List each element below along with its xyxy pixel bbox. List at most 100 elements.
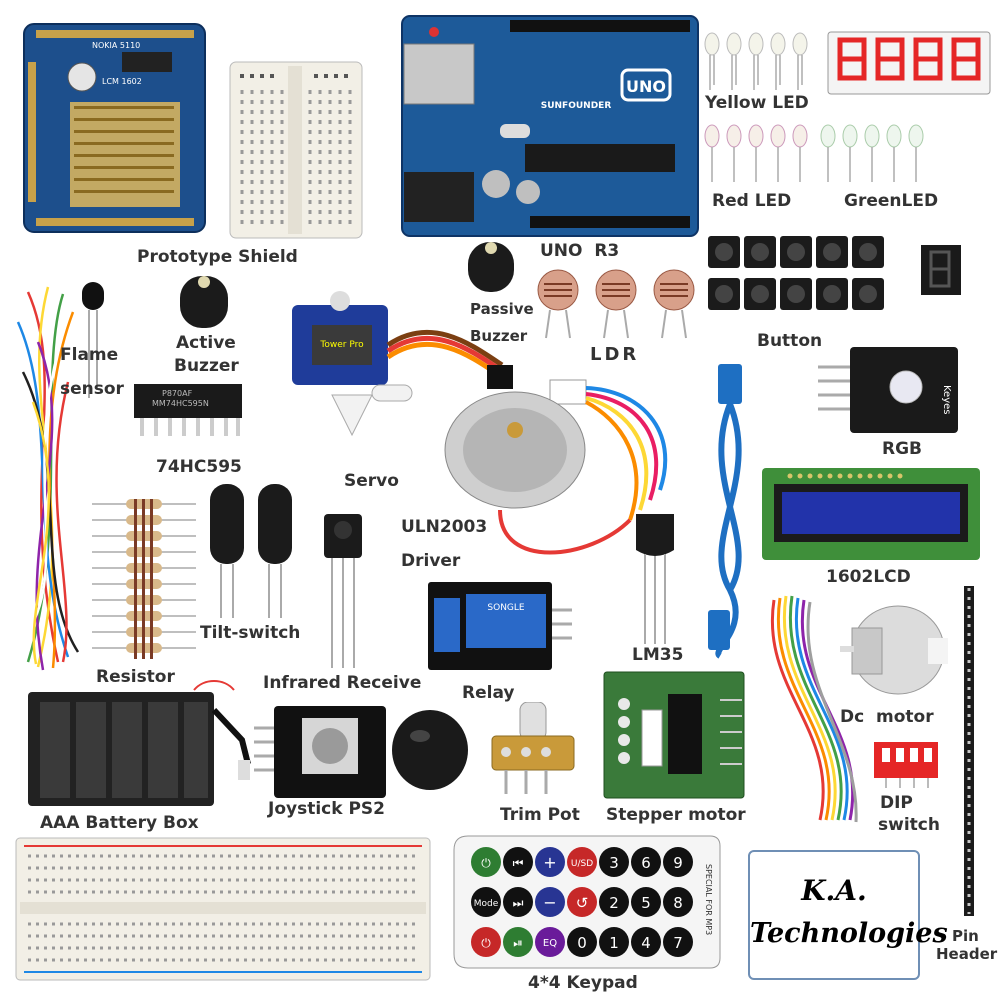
resistor-label: Resistor (96, 667, 175, 687)
remote-key: 1 (609, 934, 619, 952)
remote-key: U/SD (571, 859, 593, 869)
remote-key: ⏻ (481, 936, 491, 950)
resistors-image (92, 496, 196, 660)
ic-74hc595-label: 74HC595 (156, 457, 242, 477)
dc-motor-label: Dc motor (840, 707, 934, 727)
yellow-led-image (700, 30, 820, 94)
dip-switch-label-1: DIP (880, 793, 913, 813)
breadboard-image (14, 836, 432, 982)
rgb-keyes-text: Keyes (941, 385, 952, 415)
red-green-led-image (700, 122, 935, 186)
relay-module-image: SONGLE (426, 580, 572, 672)
stepper-driver-board-image (602, 670, 748, 800)
joystick-cap-image (390, 708, 470, 792)
tilt-switch-image (204, 480, 304, 620)
nokia-text: NOKIA 5110 (92, 41, 140, 50)
svg-text:MM74HC595N: MM74HC595N (152, 399, 209, 408)
aaa-battery-box-image (24, 680, 252, 810)
red-led-label: Red LED (712, 191, 792, 211)
remote-side-text: SPECIAL FOR MP3 (704, 864, 713, 935)
remote-row-1: ⏻ ⏮ + U/SD 3 6 9 (471, 847, 693, 877)
infrared-receive-label: Infrared Receive (263, 673, 422, 693)
active-buzzer-label-2: Buzzer (174, 356, 239, 376)
joystick-module-image (254, 704, 390, 800)
remote-key: 4 (641, 934, 651, 952)
lm35-label: LM35 (632, 645, 684, 665)
pin-header-image (958, 586, 980, 916)
relay-brand-text: SONGLE (487, 603, 525, 613)
trim-pot-label: Trim Pot (500, 805, 580, 825)
pin-header-label-2: Header (936, 945, 998, 963)
remote-key: 9 (673, 854, 683, 872)
stepper-motor-image (440, 370, 690, 570)
uln2003-label-2: Driver (401, 551, 461, 571)
remote-key: Mode (474, 899, 499, 909)
dip-switch-image (872, 740, 940, 788)
uln2003-label-1: ULN2003 (401, 517, 488, 537)
remote-key: 6 (641, 854, 651, 872)
remote-key: 3 (609, 854, 619, 872)
servo-image: Tower Pro (272, 285, 518, 465)
lm35-image (630, 510, 680, 646)
ldr-label: LDR (590, 344, 640, 365)
jumper-wires-image (8, 282, 90, 672)
flame-sensor-label-2: sensor (60, 379, 124, 399)
remote-row-3: ⏻ ⏯ EQ 0 1 4 7 (471, 927, 693, 957)
remote-key: 5 (641, 894, 651, 912)
pin-header-label-1: Pin (952, 927, 979, 945)
uno-brand-text: UNO (626, 77, 666, 96)
remote-key: ↺ (576, 894, 589, 912)
lcm-text: LCM 1602 (102, 77, 142, 86)
sunfounder-text: SUNFOUNDER (541, 101, 612, 111)
servo-brand-text: Tower Pro (319, 340, 364, 350)
seven-segment-4digit-image (826, 30, 992, 102)
dc-motor-image (838, 598, 948, 702)
rgb-label: RGB (882, 439, 923, 459)
aaa-battery-box-label: AAA Battery Box (40, 813, 199, 833)
stepper-motor-label: Stepper motor (606, 805, 746, 825)
passive-buzzer-label-2: Buzzer (470, 327, 528, 345)
relay-label: Relay (462, 683, 515, 703)
usb-cable-image (690, 360, 770, 660)
ic-74hc595-image: P870AF MM74HC595N (132, 382, 244, 440)
remote-key: ⏻ (481, 856, 491, 870)
joystick-ps2-label: Joystick PS2 (268, 799, 385, 819)
keypad-label: 4*4 Keypad (528, 973, 638, 993)
passive-buzzer-image (462, 238, 520, 298)
remote-key: ⏮ (513, 856, 524, 870)
remote-key: 0 (577, 934, 587, 952)
lcd-1602-image (760, 466, 982, 562)
remote-row-2: Mode ⏭ − ↺ 2 5 8 (471, 887, 693, 917)
seven-segment-1digit-image (920, 244, 962, 296)
ir-remote-image: ⏻ ⏮ + U/SD 3 6 9 Mode ⏭ − ↺ 2 5 8 ⏻ ⏯ EQ… (452, 834, 722, 970)
prototype-shield-label: Prototype Shield (137, 247, 298, 267)
remote-key: ⏭ (513, 896, 524, 910)
flame-sensor-label-1: Flame (60, 345, 119, 365)
logo-line-2: Technologies (750, 918, 948, 949)
tilt-switch-label: Tilt-switch (200, 623, 301, 643)
remote-key: EQ (543, 938, 557, 949)
logo-line-1: K.A. (801, 874, 867, 907)
trim-pot-image (478, 702, 588, 798)
passive-buzzer-label-1: Passive (470, 300, 534, 318)
remote-key: ⏯ (513, 936, 523, 950)
arduino-uno-image: UNO SUNFOUNDER (400, 14, 700, 239)
active-buzzer-image (174, 272, 234, 334)
svg-text:P870AF: P870AF (162, 389, 193, 398)
button-label: Button (757, 331, 823, 351)
flame-sensor-image (78, 280, 108, 400)
remote-key: 7 (673, 934, 683, 952)
dip-switch-label-2: switch (878, 815, 940, 835)
rgb-module-image: Keyes (818, 345, 960, 435)
remote-key: − (543, 893, 556, 912)
ribbon-jumpers-image (760, 590, 870, 830)
ldr-image (530, 268, 700, 340)
remote-key: 8 (673, 894, 683, 912)
uno-r3-label: UNO R3 (540, 241, 620, 261)
remote-key: + (543, 853, 556, 872)
active-buzzer-label-1: Active (176, 333, 236, 353)
lcd-1602-label: 1602LCD (826, 567, 911, 587)
ir-receiver-image (318, 510, 368, 670)
push-buttons-image (706, 234, 886, 314)
ka-technologies-logo: K.A. Technologies (748, 850, 948, 980)
